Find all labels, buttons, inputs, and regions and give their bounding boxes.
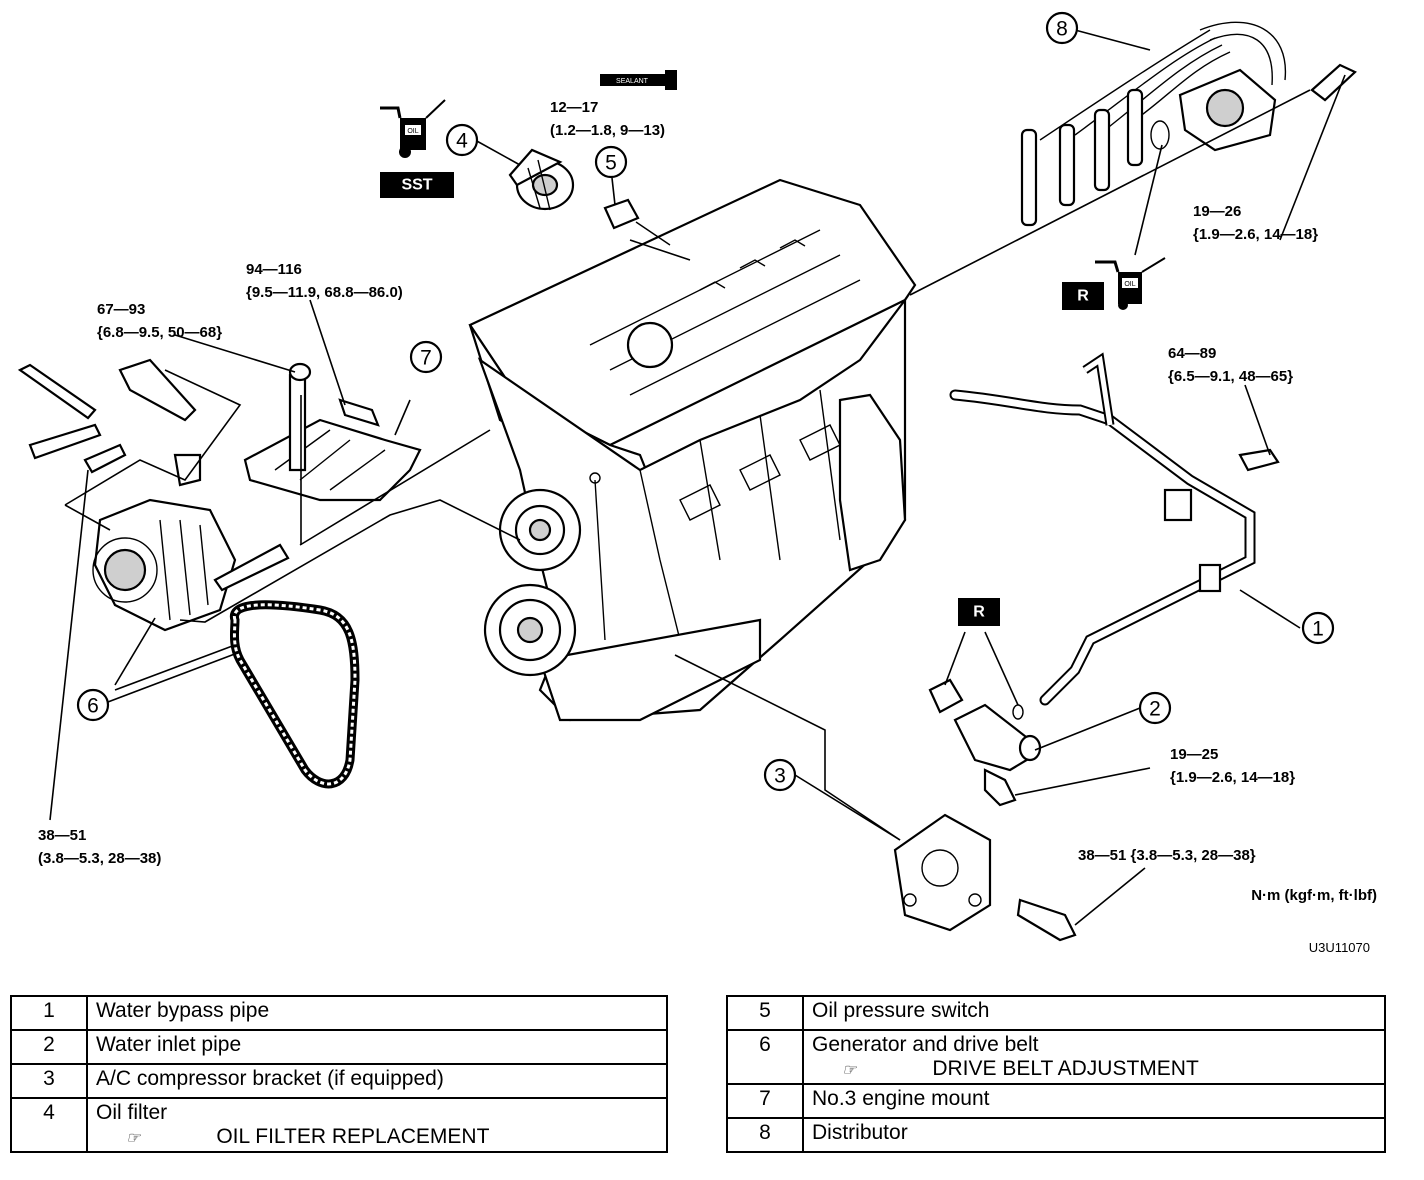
figure-id: U3U11070	[1309, 940, 1370, 955]
legend-name: A/C compressor bracket (if equipped)	[86, 1063, 668, 1099]
r-badge-inlet: R	[958, 598, 1000, 626]
r-badge-distributor: R	[1062, 282, 1104, 310]
svg-text:19—25: 19—25	[1170, 746, 1218, 763]
legend-name: Oil pressure switch	[802, 995, 1386, 1031]
svg-text:(1.2—1.8, 9—13): (1.2—1.8, 9—13)	[550, 122, 665, 139]
water-inlet-pipe	[928, 678, 1042, 807]
torque-label-ac-bracket: 38—51 {3.8—5.3, 28—38}	[1078, 847, 1256, 864]
oil-filter	[508, 148, 575, 211]
book-ref-icon: ☞	[842, 1062, 857, 1079]
oil-can-icon: OIL	[380, 99, 446, 158]
svg-text:(3.8—5.3, 28—38): (3.8—5.3, 28—38)	[38, 850, 161, 867]
callout-8: 8	[1045, 11, 1079, 45]
engine-block-illustration	[468, 178, 917, 722]
engine-exploded-diagram: 1 2 3 4 5 6 7 8 SST OIL SEALANT R OIL R	[17, 11, 1377, 955]
callout-2: 2	[1138, 691, 1172, 725]
legend-name: Distributor	[802, 1117, 1386, 1153]
svg-text:SST: SST	[401, 177, 432, 194]
legend-name: Generator and drive belt	[812, 1033, 1039, 1056]
distributor-and-wires	[1020, 21, 1357, 227]
legend-name: Oil filter	[96, 1101, 168, 1124]
legend-num: 5	[726, 995, 804, 1031]
torque-label-distributor: 19—26 {1.9—2.6, 14—18}	[1193, 203, 1318, 243]
svg-text:12—17: 12—17	[550, 99, 598, 116]
callout-4: 4	[445, 123, 479, 157]
svg-text:2: 2	[1149, 698, 1161, 721]
legend-name: Water bypass pipe	[86, 995, 668, 1031]
callout-6: 6	[76, 688, 110, 722]
svg-text:{1.9—2.6, 14—18}: {1.9—2.6, 14—18}	[1170, 769, 1295, 786]
legend-num: 1	[10, 995, 88, 1031]
legend-reference-text[interactable]: DRIVE BELT ADJUSTMENT	[932, 1057, 1199, 1080]
svg-text:19—26: 19—26	[1193, 203, 1241, 220]
sealant-tube-icon: SEALANT	[600, 70, 677, 90]
svg-text:{6.8—9.5, 50—68}: {6.8—9.5, 50—68}	[97, 324, 222, 341]
legend-num: 8	[726, 1117, 804, 1153]
legend-row: 4 Oil filter ☞ OIL FILTER REPLACEMENT	[10, 1097, 668, 1153]
oil-pressure-switch	[603, 198, 671, 246]
engine-mount-no3	[243, 362, 422, 502]
torque-label-bypass-pipe: 64—89 {6.5—9.1, 48—65}	[1168, 345, 1293, 385]
torque-label-bracket-bolt: 67—93 {6.8—9.5, 50—68}	[97, 301, 222, 341]
oil-can-icon-distributor: OIL	[1095, 257, 1166, 310]
svg-text:7: 7	[420, 347, 432, 370]
svg-text:1: 1	[1312, 618, 1324, 641]
svg-text:5: 5	[605, 152, 617, 175]
svg-text:OIL: OIL	[1124, 281, 1135, 288]
legend-reference: ☞ OIL FILTER REPLACEMENT	[96, 1125, 658, 1149]
book-ref-icon: ☞	[126, 1130, 141, 1147]
legend-cell: Generator and drive belt ☞ DRIVE BELT ADJ…	[802, 1029, 1386, 1085]
torque-label-generator: 38—51 (3.8—5.3, 28—38)	[38, 827, 161, 867]
legend-row: 6 Generator and drive belt ☞ DRIVE BELT A…	[726, 1029, 1386, 1085]
svg-text:R: R	[1077, 288, 1089, 305]
legend-num: 7	[726, 1083, 804, 1119]
svg-text:OIL: OIL	[407, 128, 418, 135]
svg-text:R: R	[973, 604, 985, 621]
legend-num: 6	[726, 1029, 804, 1085]
torque-label-engine-mount: 94—116 {9.5—11.9, 68.8—86.0)	[246, 261, 403, 301]
torque-label-inlet-pipe: 19—25 {1.9—2.6, 14—18}	[1170, 746, 1295, 786]
generator-bracket-bolts	[17, 358, 290, 592]
legend-reference-text[interactable]: OIL FILTER REPLACEMENT	[216, 1125, 490, 1148]
leader-lines	[49, 29, 1346, 926]
generator	[92, 498, 237, 632]
sst-badge: SST	[380, 172, 454, 198]
svg-text:6: 6	[87, 695, 99, 718]
drive-belt	[229, 600, 360, 789]
svg-text:67—93: 67—93	[97, 301, 145, 318]
svg-text:8: 8	[1056, 18, 1068, 41]
svg-text:{9.5—11.9, 68.8—86.0): {9.5—11.9, 68.8—86.0)	[246, 284, 403, 301]
svg-text:38—51: 38—51	[38, 827, 86, 844]
ac-compressor-bracket	[893, 813, 1077, 942]
svg-text:64—89: 64—89	[1168, 345, 1216, 362]
svg-text:3: 3	[774, 765, 786, 788]
svg-text:{6.5—9.1, 48—65}: {6.5—9.1, 48—65}	[1168, 368, 1293, 385]
legend-cell: Oil filter ☞ OIL FILTER REPLACEMENT	[86, 1097, 668, 1153]
legend-num: 2	[10, 1029, 88, 1065]
units-note: N·m (kgf·m, ft·lbf)	[1251, 887, 1377, 904]
svg-text:{1.9—2.6, 14—18}: {1.9—2.6, 14—18}	[1193, 226, 1318, 243]
legend-num: 3	[10, 1063, 88, 1099]
callout-3: 3	[763, 758, 797, 792]
callout-1: 1	[1301, 611, 1335, 645]
callout-5: 5	[594, 145, 628, 179]
legend-name: Water inlet pipe	[86, 1029, 668, 1065]
legend-num: 4	[10, 1097, 88, 1153]
legend-reference: ☞ DRIVE BELT ADJUSTMENT	[812, 1057, 1376, 1081]
svg-text:4: 4	[456, 130, 468, 153]
svg-text:94—116: 94—116	[246, 261, 302, 278]
torque-label-oil-pressure-switch: 12—17 (1.2—1.8, 9—13)	[550, 99, 665, 139]
svg-text:SEALANT: SEALANT	[616, 78, 649, 85]
legend-name: No.3 engine mount	[802, 1083, 1386, 1119]
water-bypass-pipe	[949, 352, 1280, 706]
callout-7: 7	[409, 340, 443, 374]
